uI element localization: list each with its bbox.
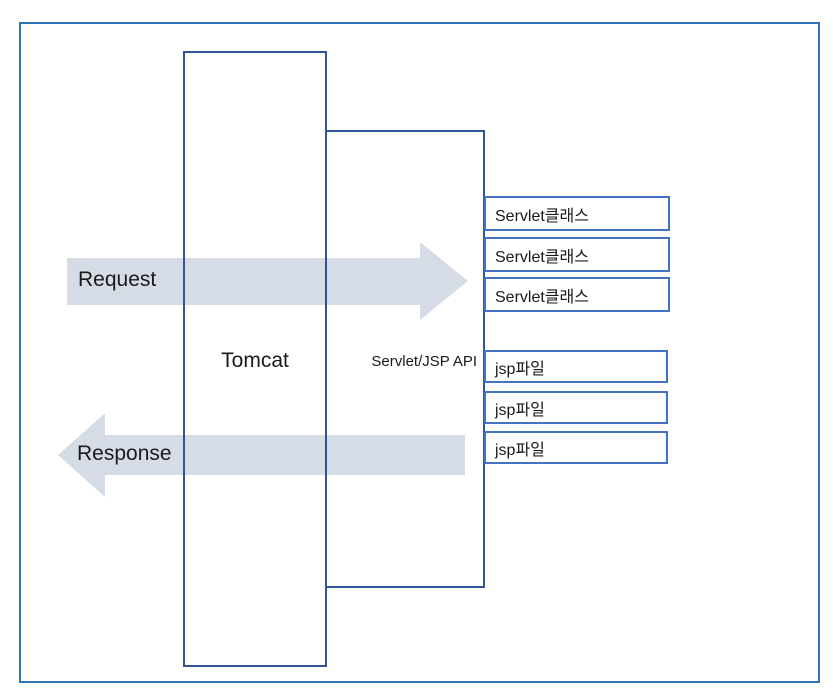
- jsp-file-label: jsp파일: [495, 360, 545, 378]
- servlet-class-label: Servlet클래스: [495, 207, 589, 225]
- servlet-jsp-api-label: Servlet/JSP API: [371, 353, 477, 370]
- servlet-class-box: Servlet클래스: [484, 277, 670, 312]
- response-label: Response: [77, 442, 172, 465]
- servlet-class-box: Servlet클래스: [484, 237, 670, 272]
- servlet-class-label: Servlet클래스: [495, 288, 589, 306]
- tomcat-label: Tomcat: [221, 349, 289, 372]
- jsp-file-label: jsp파일: [495, 441, 545, 459]
- request-label: Request: [78, 268, 157, 291]
- jsp-file-box: jsp파일: [484, 391, 668, 424]
- jsp-file-box: jsp파일: [484, 350, 668, 383]
- outer-frame: [19, 22, 820, 683]
- jsp-file-label: jsp파일: [495, 401, 545, 419]
- jsp-file-box: jsp파일: [484, 431, 668, 464]
- servlet-class-label: Servlet클래스: [495, 248, 589, 266]
- servlet-class-box: Servlet클래스: [484, 196, 670, 231]
